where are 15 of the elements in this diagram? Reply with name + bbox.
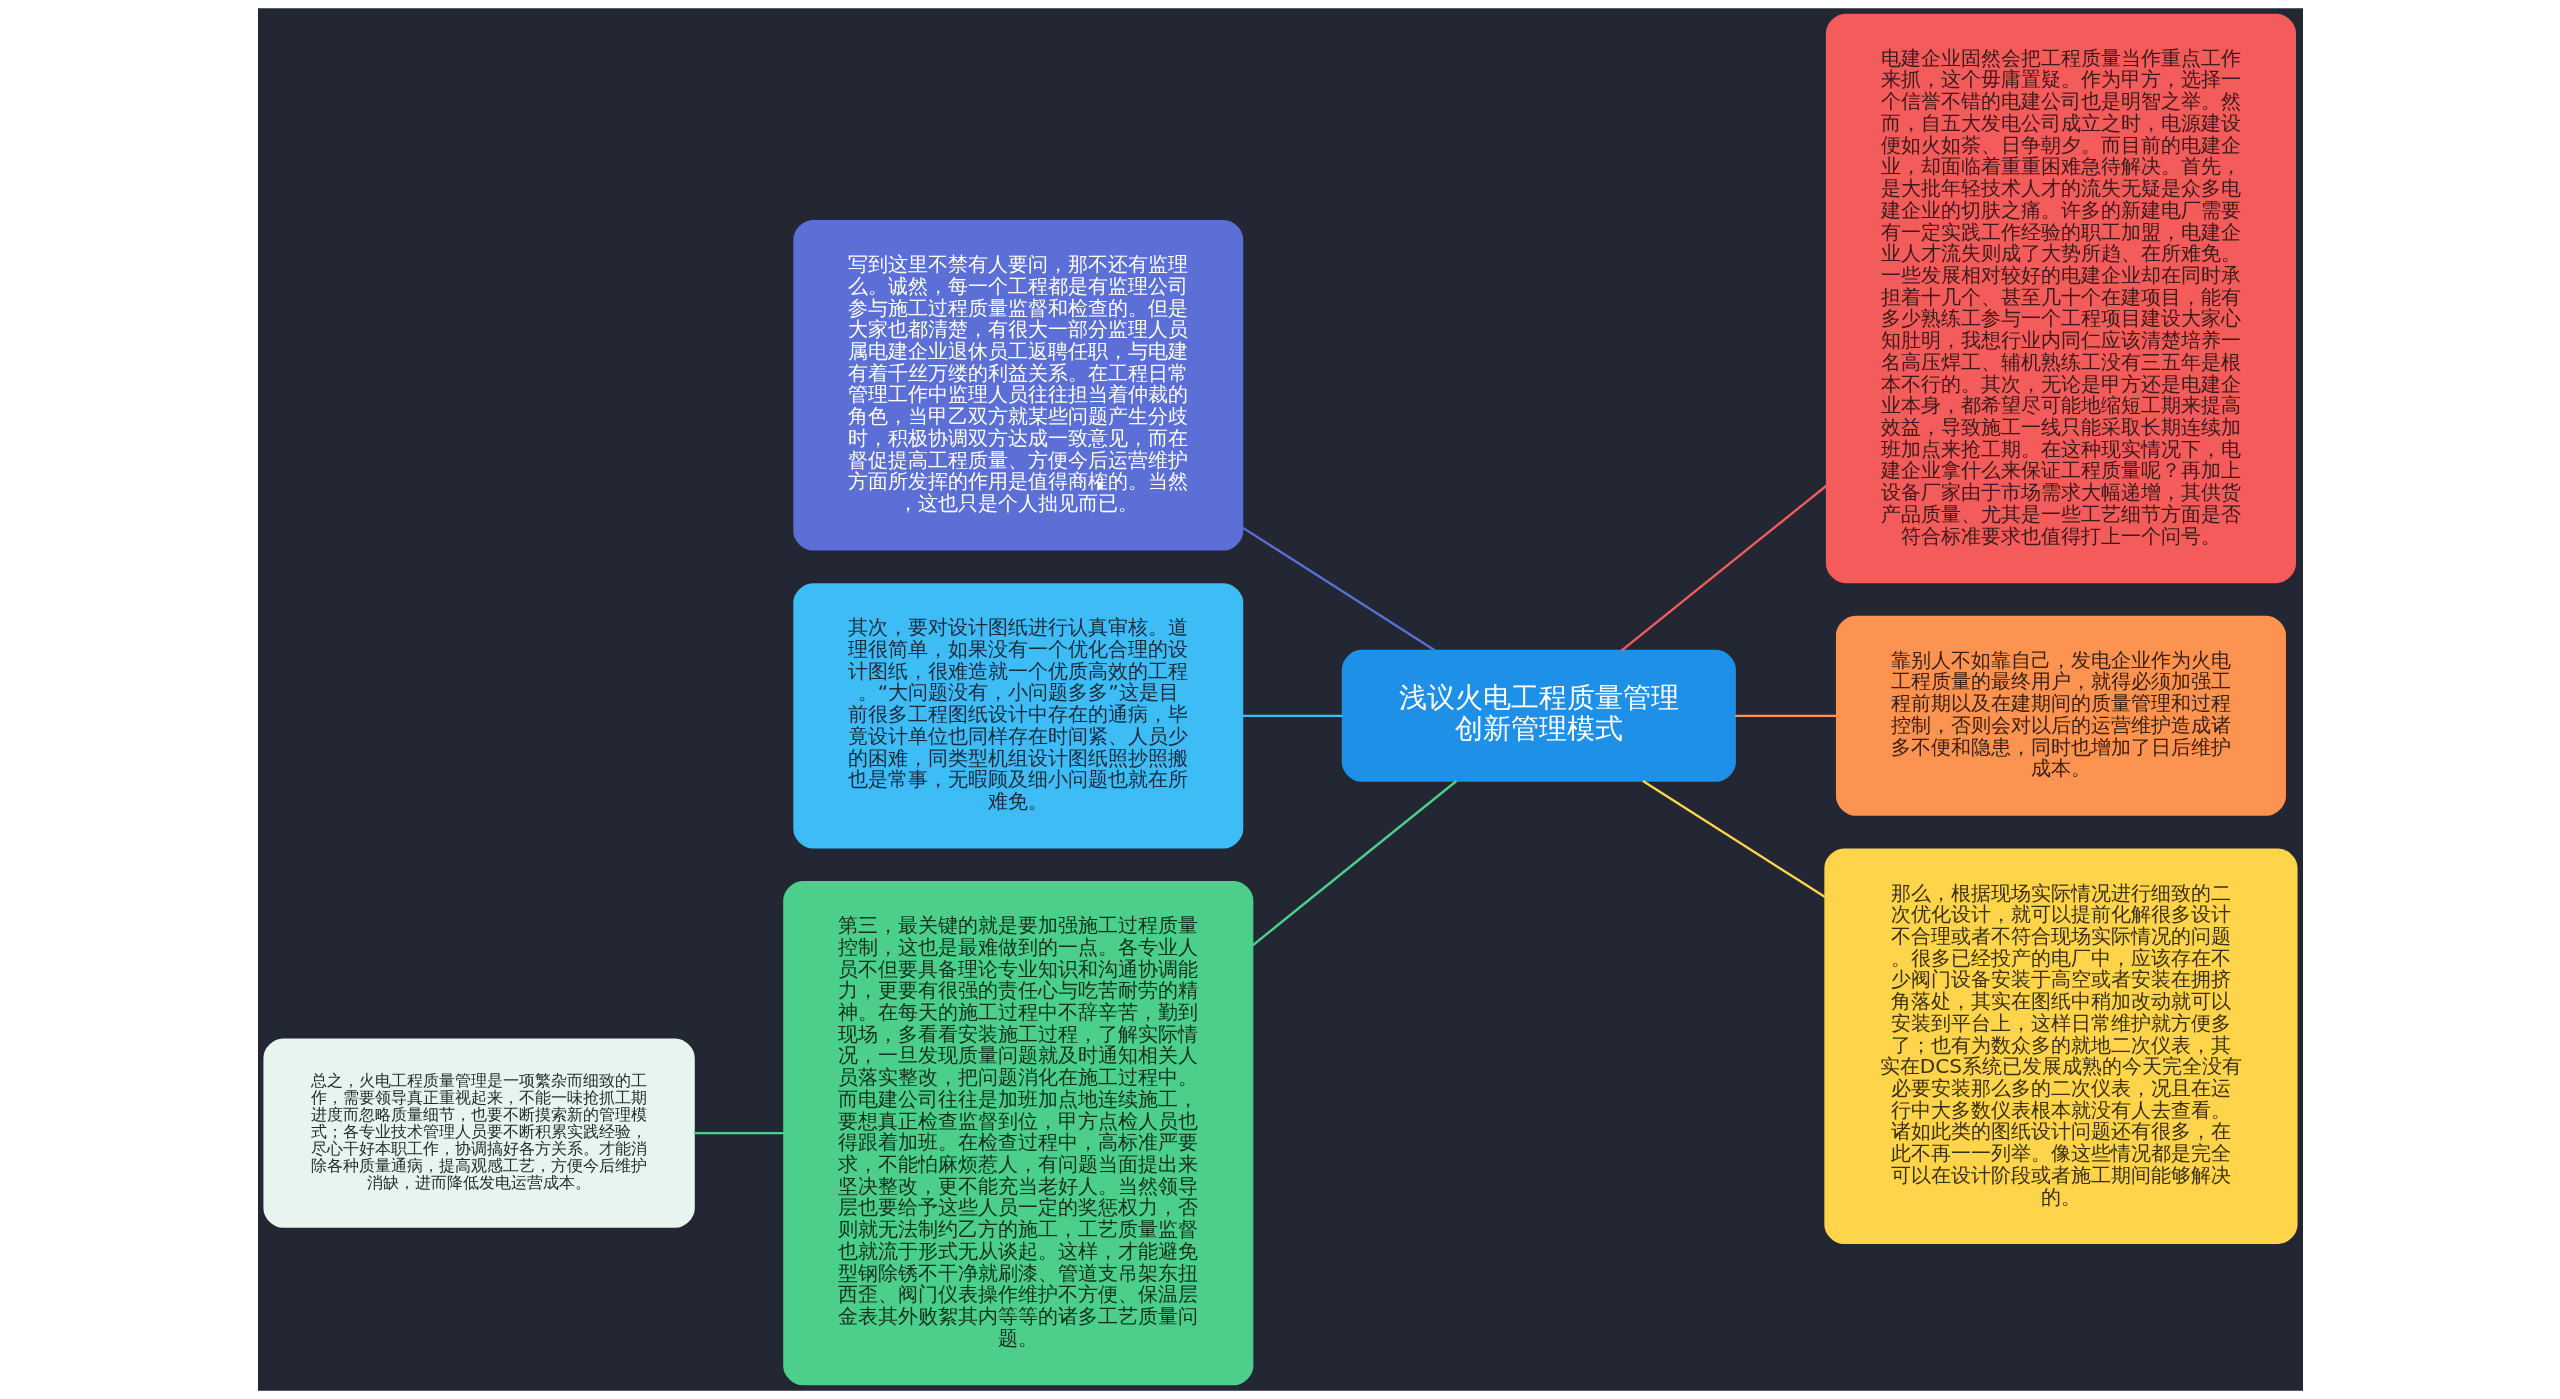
connector [1620, 484, 1827, 652]
connector [1734, 714, 1836, 717]
node-box: 那么，根据现场实际情况进行细致的二次优化设计，就可以提前化解很多设计不合理或者不符合现场实际情况的问题。很多已经投产的电厂中，应该存在不少阀门设备安装于高空或者安装在拥挤角落处，其实在图纸中稍加改动就可以安装到平台上，这样日常维护就方便多了；也有为数众多的就地二次仪表，其实在DCS系统已发展成熟的今天完全没有必要安装那么多的二次仪表，况且在运行中大多数仪表根本就没有人去查看。诸如此类的图纸设计问题还有很多，在此不再一一列举。像这些情况都是完全可以在设计阶段或者施工期间能够解决的。 [1823, 848, 2298, 1245]
node-box: 靠别人不如靠自己，发电企业作为火电工程质量的最终用户，就得必须加强工程前期以及在建期间的质量管理和过程控制，否则会对以后的运营维护造成诸多不便和隐患，同时也增加了日后维护成本。 [1835, 615, 2286, 816]
connector [1241, 526, 1435, 652]
node-box: 写到这里不禁有人要问，那不还有监理么。诚然，每一个工程都是有监理公司参与施工过程质量监督和检查的。但是大家也都清楚，有很大一部分监理人员属电建企业退休员工返聘任职，与电建有着千丝万缕的利益关系。在工程日常管理工作中监理人员往往担当着仲裁的角色，当甲乙双方就某些问题产生分歧时，积极协调双方达成一致意见，而在督促提高工程质量、方便今后运营维护方面所发挥的作用是值得商榷的。当然，这也只是个人拙见而已。 [792, 220, 1243, 551]
node-box: 其次，要对设计图纸进行认真审核。道理很简单，如果没有一个优化合理的设计图纸，很难造就一个优质高效的工程。“大问题没有，小问题多多”这是目前很多工程图纸设计中存在的通病，毕竟设计单位也同样存在时间紧、人员少的困难，同类型机组设计图纸照抄照搬也是常事，无暇顾及细小问题也就在所难免。 [792, 583, 1243, 849]
node-box: 总之，火电工程质量管理是一项繁杂而细致的工作，需要领导真正重视起来，不能一味抢抓工期进度而忽略质量细节，也要不断摸索新的管理模式；各专业技术管理人员要不断积累实践经验，尽心干好本职工作，协调搞好各方关系。才能消除各种质量通病，提高观感工艺，方便今后维护消缺，进而降低发电运营成本。 [262, 1038, 695, 1228]
node-box: 第三，最关键的就是要加强施工过程质量控制，这也是最难做到的一点。各专业人员不但要具备理论专业知识和沟通协调能力，更要有很强的责任心与吃苦耐劳的精神。在每天的施工过程中不辞辛苦，勤到现场，多看看安装施工过程，了解实际情况，一旦发现质量问题就及时通知相关人员落实整改，把问题消化在施工过程中。而电建公司往往是加班加点地连续施工，要想真正检查监督到位，甲方点检人员也得跟着加班。在检查过程中，高标准严要求，不能怕麻烦惹人，有问题当面提出来坚决整改，更不能充当老好人。当然领导层也要给予这些人员一定的奖惩权力，否则就无法制约乙方的施工，工艺质量监督也就流于形式无从谈起。这样，才能避免型钢除锈不干净就刷漆、管道支吊架东扭西歪、阀门仪表操作维护不方便、保温层金表其外败絮其内等等的诸多工艺质量问题。 [782, 881, 1253, 1386]
connector [1641, 780, 1826, 898]
node-box: 浅议火电工程质量管理创新管理模式 [1341, 649, 1736, 782]
node-box: 电建企业固然会把工程质量当作重点工作来抓，这个毋庸置疑。作为甲方，选择一个信誉不错的电建公司也是明智之举。然而，自五大发电公司成立之时，电源建设便如火如荼、日争朝夕。而目前的电建企业，却面临着重重困难急待解决。首先，是大批年轻技术人才的流失无疑是众多电建企业的切肤之痛。许多的新建电厂需要有一定实践工作经验的职工加盟，电建企业人才流失则成了大势所趋、在所难免。一些发展相对较好的电建企业却在同时承担着十几个、甚至几十个在建项目，能有多少熟练工参与一个工程项目建设大家心知肚明，我想行业内同仁应该清楚培养一名高压焊工、辅机熟练工没有三五年是根本不行的。其次，无论是甲方还是电建企业本身，都希望尽可能地缩短工期来提高效益，导致施工一线只能采取长期连续加班加点来抢工期。在这种现实情况下，电建企业拿什么来保证工程质量呢？再加上设备厂家由于市场需求大幅递增，其供货产品质量、尤其是一些工艺细节方面是否符合标准要求也值得打上一个问号。 [1825, 13, 2296, 584]
connector [693, 1132, 784, 1135]
connector [1251, 780, 1457, 947]
connector [1242, 714, 1342, 717]
